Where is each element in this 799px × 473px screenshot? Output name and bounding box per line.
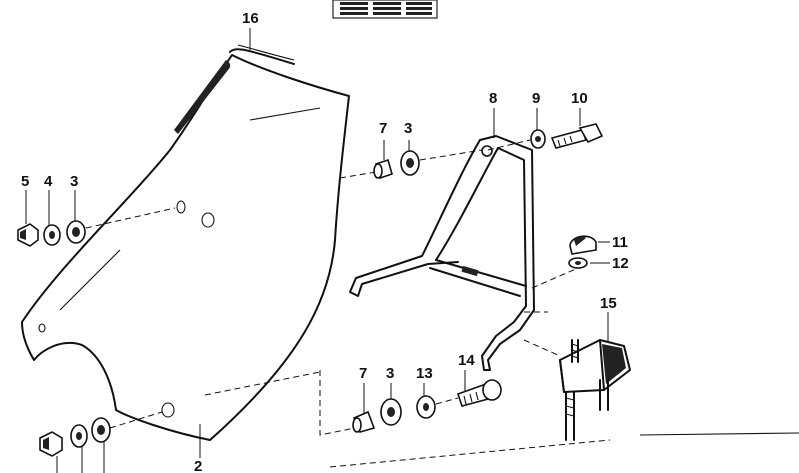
washer-9 [530,129,546,149]
hardware-right-mid [568,235,610,269]
threaded-stud-14 [456,379,502,407]
acorn-nut-5 [17,223,39,247]
washer-lower [70,424,88,448]
nut-13 [416,395,436,419]
callout-10: 10 [571,90,588,107]
grommet-3-upper [400,150,420,176]
bolt-10 [550,123,604,149]
hardware-top-right [487,108,604,151]
spacer-7-upper [373,158,393,180]
callout-14: 14 [458,352,475,369]
callout-5: 5 [21,173,29,190]
clamp-15 [523,312,631,441]
callout-8: 8 [489,90,497,107]
grommet-3 [66,220,86,244]
hardware-left-upper [17,190,176,247]
callout-7-upper: 7 [379,120,387,137]
acorn-nut-lower [39,431,63,457]
grommet-lower [91,417,111,443]
callout-12: 12 [612,255,629,272]
grommet-3-lower [380,398,402,426]
callout-4: 4 [44,173,53,190]
callout-7-lower: 7 [359,365,367,382]
spacer-7-lower [352,410,376,433]
washer-12 [568,257,588,269]
hardware-left-lower [39,411,163,473]
callout-3-lower: 3 [386,365,394,382]
grille-fragment [332,0,438,19]
windshield [21,44,350,441]
callout-11: 11 [612,234,628,251]
callout-13: 13 [416,365,433,382]
callout-3-left: 3 [70,173,78,190]
washer-4 [43,224,61,246]
mounting-bracket [349,108,579,371]
hardware-center-upper [339,140,483,180]
callout-16: 16 [242,10,259,27]
callout-15: 15 [600,295,617,312]
hardware-center-lower [204,370,502,436]
callout-3-upper: 3 [404,120,412,137]
callout-2: 2 [194,458,202,473]
callout-9: 9 [532,90,540,107]
cap-nut-11 [569,235,597,255]
